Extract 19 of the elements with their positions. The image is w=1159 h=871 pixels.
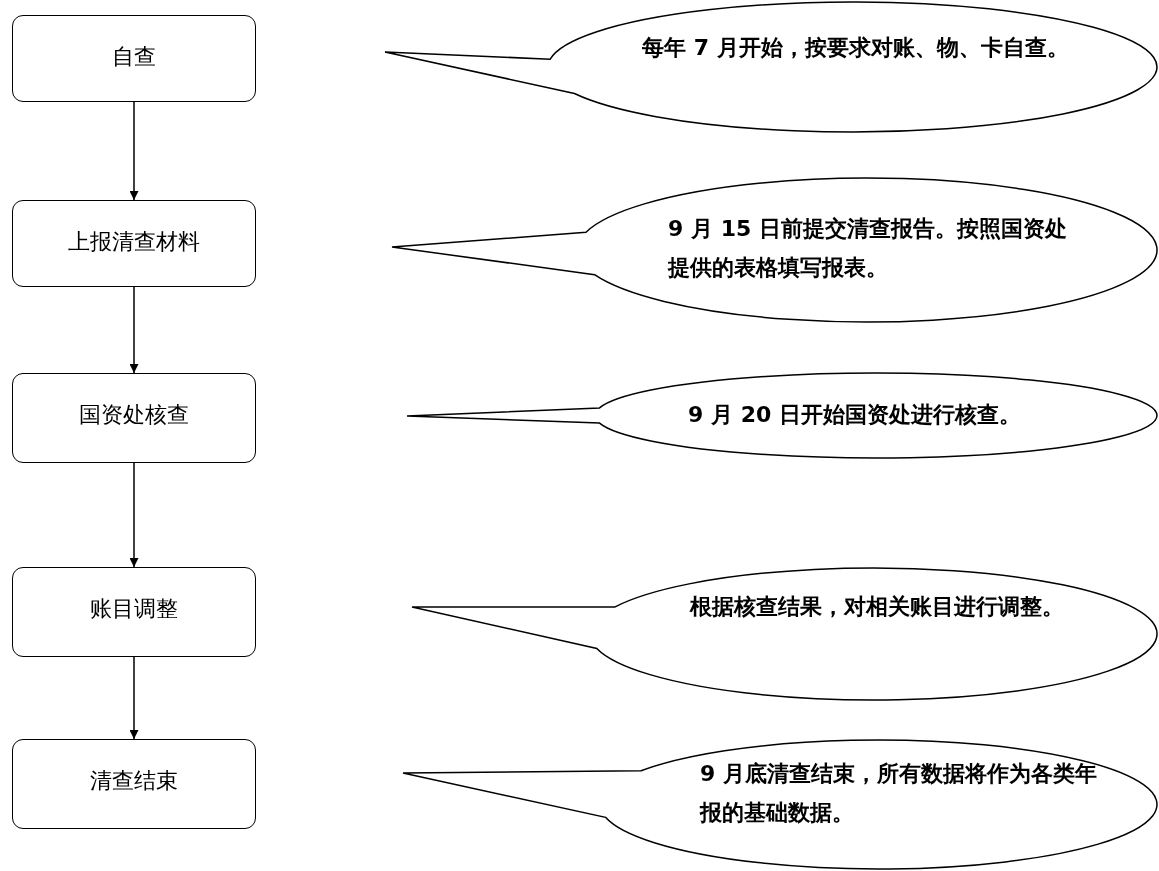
process-box: [12, 739, 256, 829]
arrow: [129, 656, 139, 740]
process-box: [12, 200, 256, 287]
arrow: [129, 286, 139, 374]
callout-text: 每年 7 月开始，按要求对账、物、卡自查。: [642, 34, 1070, 62]
step-label: 国资处核查: [78, 402, 190, 429]
callout-text: 9 月 20 日开始国资处进行核查。: [688, 401, 1022, 429]
process-box: [12, 567, 256, 657]
process-box: [12, 373, 256, 463]
step-label: 账目调整: [89, 596, 179, 623]
callout-text: 根据核查结果，对相关账目进行调整。: [690, 593, 1065, 621]
step-label: 自查: [111, 44, 157, 71]
step-label: 清查结束: [89, 768, 179, 795]
arrow: [129, 462, 139, 568]
callout-text: 9 月底清查结束，所有数据将作为各类年报的基础数据。: [700, 760, 1098, 827]
process-box: [12, 15, 256, 102]
arrow: [129, 101, 139, 201]
step-label: 上报清查材料: [67, 229, 201, 256]
callout-text: 9 月 15 日前提交清查报告。按照国资处提供的表格填写报表。: [668, 215, 1068, 282]
